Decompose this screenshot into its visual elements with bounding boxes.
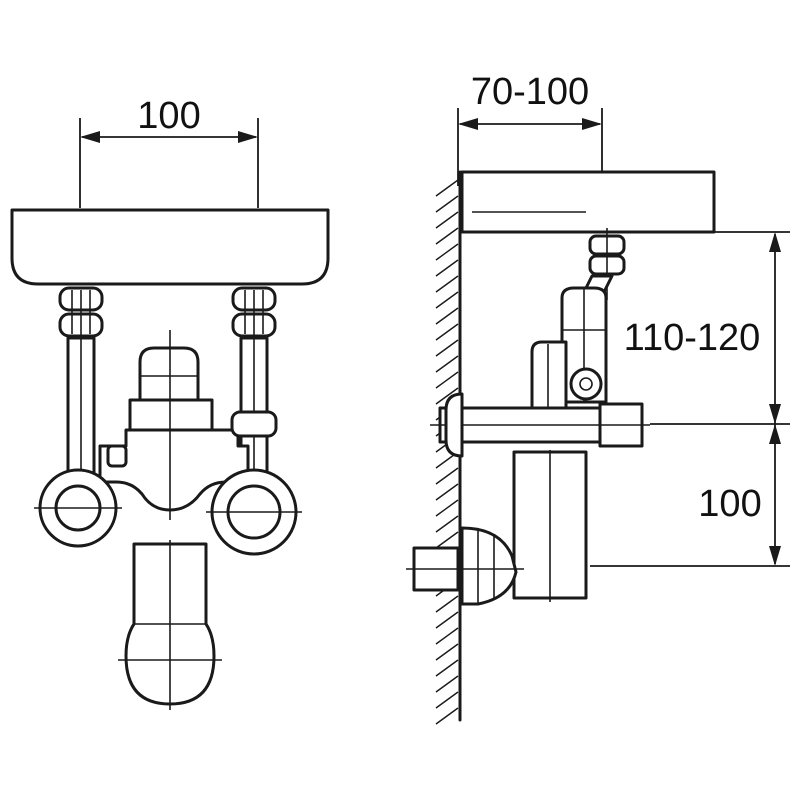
wall-hatch-line [435,275,459,293]
side-view: 70-100 [406,71,790,725]
side-height-dimensions: 110-120 100 [590,231,790,567]
side-projection-label: 70-100 [471,71,589,113]
wall-hatch-line [435,291,459,309]
wall-hatch-line [435,195,459,213]
wall-hatch-line [435,371,459,389]
wall-hatch-line [435,259,459,277]
wall-hatch-line [435,627,459,645]
front-valve-body [98,330,278,520]
wall-hatch-line [435,643,459,661]
side-horizontal-pipe [430,402,650,448]
side-lower-body [512,450,588,602]
wall-hatch-line [435,307,459,325]
wall-hatch-line [435,675,459,693]
wall-hatch-line [435,243,459,261]
front-lever-handle [118,540,222,710]
wall-hatch-line [435,515,459,533]
side-shelf [460,170,716,234]
wall-hatch-line [435,323,459,341]
side-lower-flange [406,526,524,606]
front-left-flange [34,468,122,548]
wall-hatch-line [435,595,459,613]
wall-hatch-line [435,707,459,725]
wall-hatch-line [435,227,459,245]
wall-hatch-line [435,691,459,709]
front-width-dimension: 100 [79,95,259,208]
front-shelf [10,208,330,286]
side-projection-dimension: 70-100 [457,71,603,186]
side-lower-height-label: 100 [698,483,761,525]
wall-hatch-line [435,659,459,677]
wall-hatch-line [435,611,459,629]
side-upper-height-label: 110-120 [624,317,761,359]
wall-hatch-line [435,339,459,357]
wall-hatch-line [435,467,459,485]
wall-hatch-line [435,355,459,373]
wall-hatch-line [435,387,459,405]
front-width-label: 100 [137,95,200,137]
front-right-flange [206,468,302,556]
wall-hatch-line [435,211,459,229]
wall-hatch-line [435,179,459,197]
front-view: 100 [10,95,330,710]
side-wall-rosette [444,392,464,458]
wall-hatch-line [435,483,459,501]
wall-hatch-line [435,531,459,549]
wall-hatch-line [435,499,459,517]
